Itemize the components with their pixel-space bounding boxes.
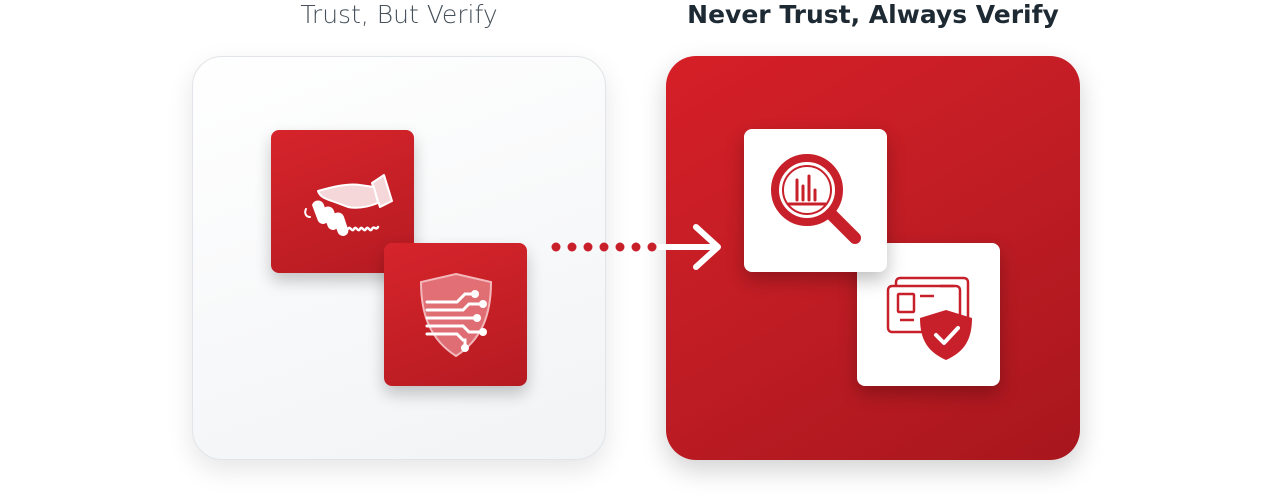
- digital-shield-tile: [384, 243, 527, 386]
- id-card-tile: [857, 243, 1000, 386]
- trust-but-verify-heading: Trust, But Verify: [300, 0, 498, 29]
- id-card-shield-check-icon: [886, 276, 972, 360]
- never-trust-always-verify-heading: Never Trust, Always Verify: [687, 0, 1059, 29]
- digital-shield-icon: [419, 272, 492, 357]
- magnifier-chart-icon: [770, 153, 861, 244]
- dotted-arrow-icon: [551, 224, 721, 270]
- handshake-icon: [303, 173, 393, 236]
- magnifier-tile: [744, 129, 887, 272]
